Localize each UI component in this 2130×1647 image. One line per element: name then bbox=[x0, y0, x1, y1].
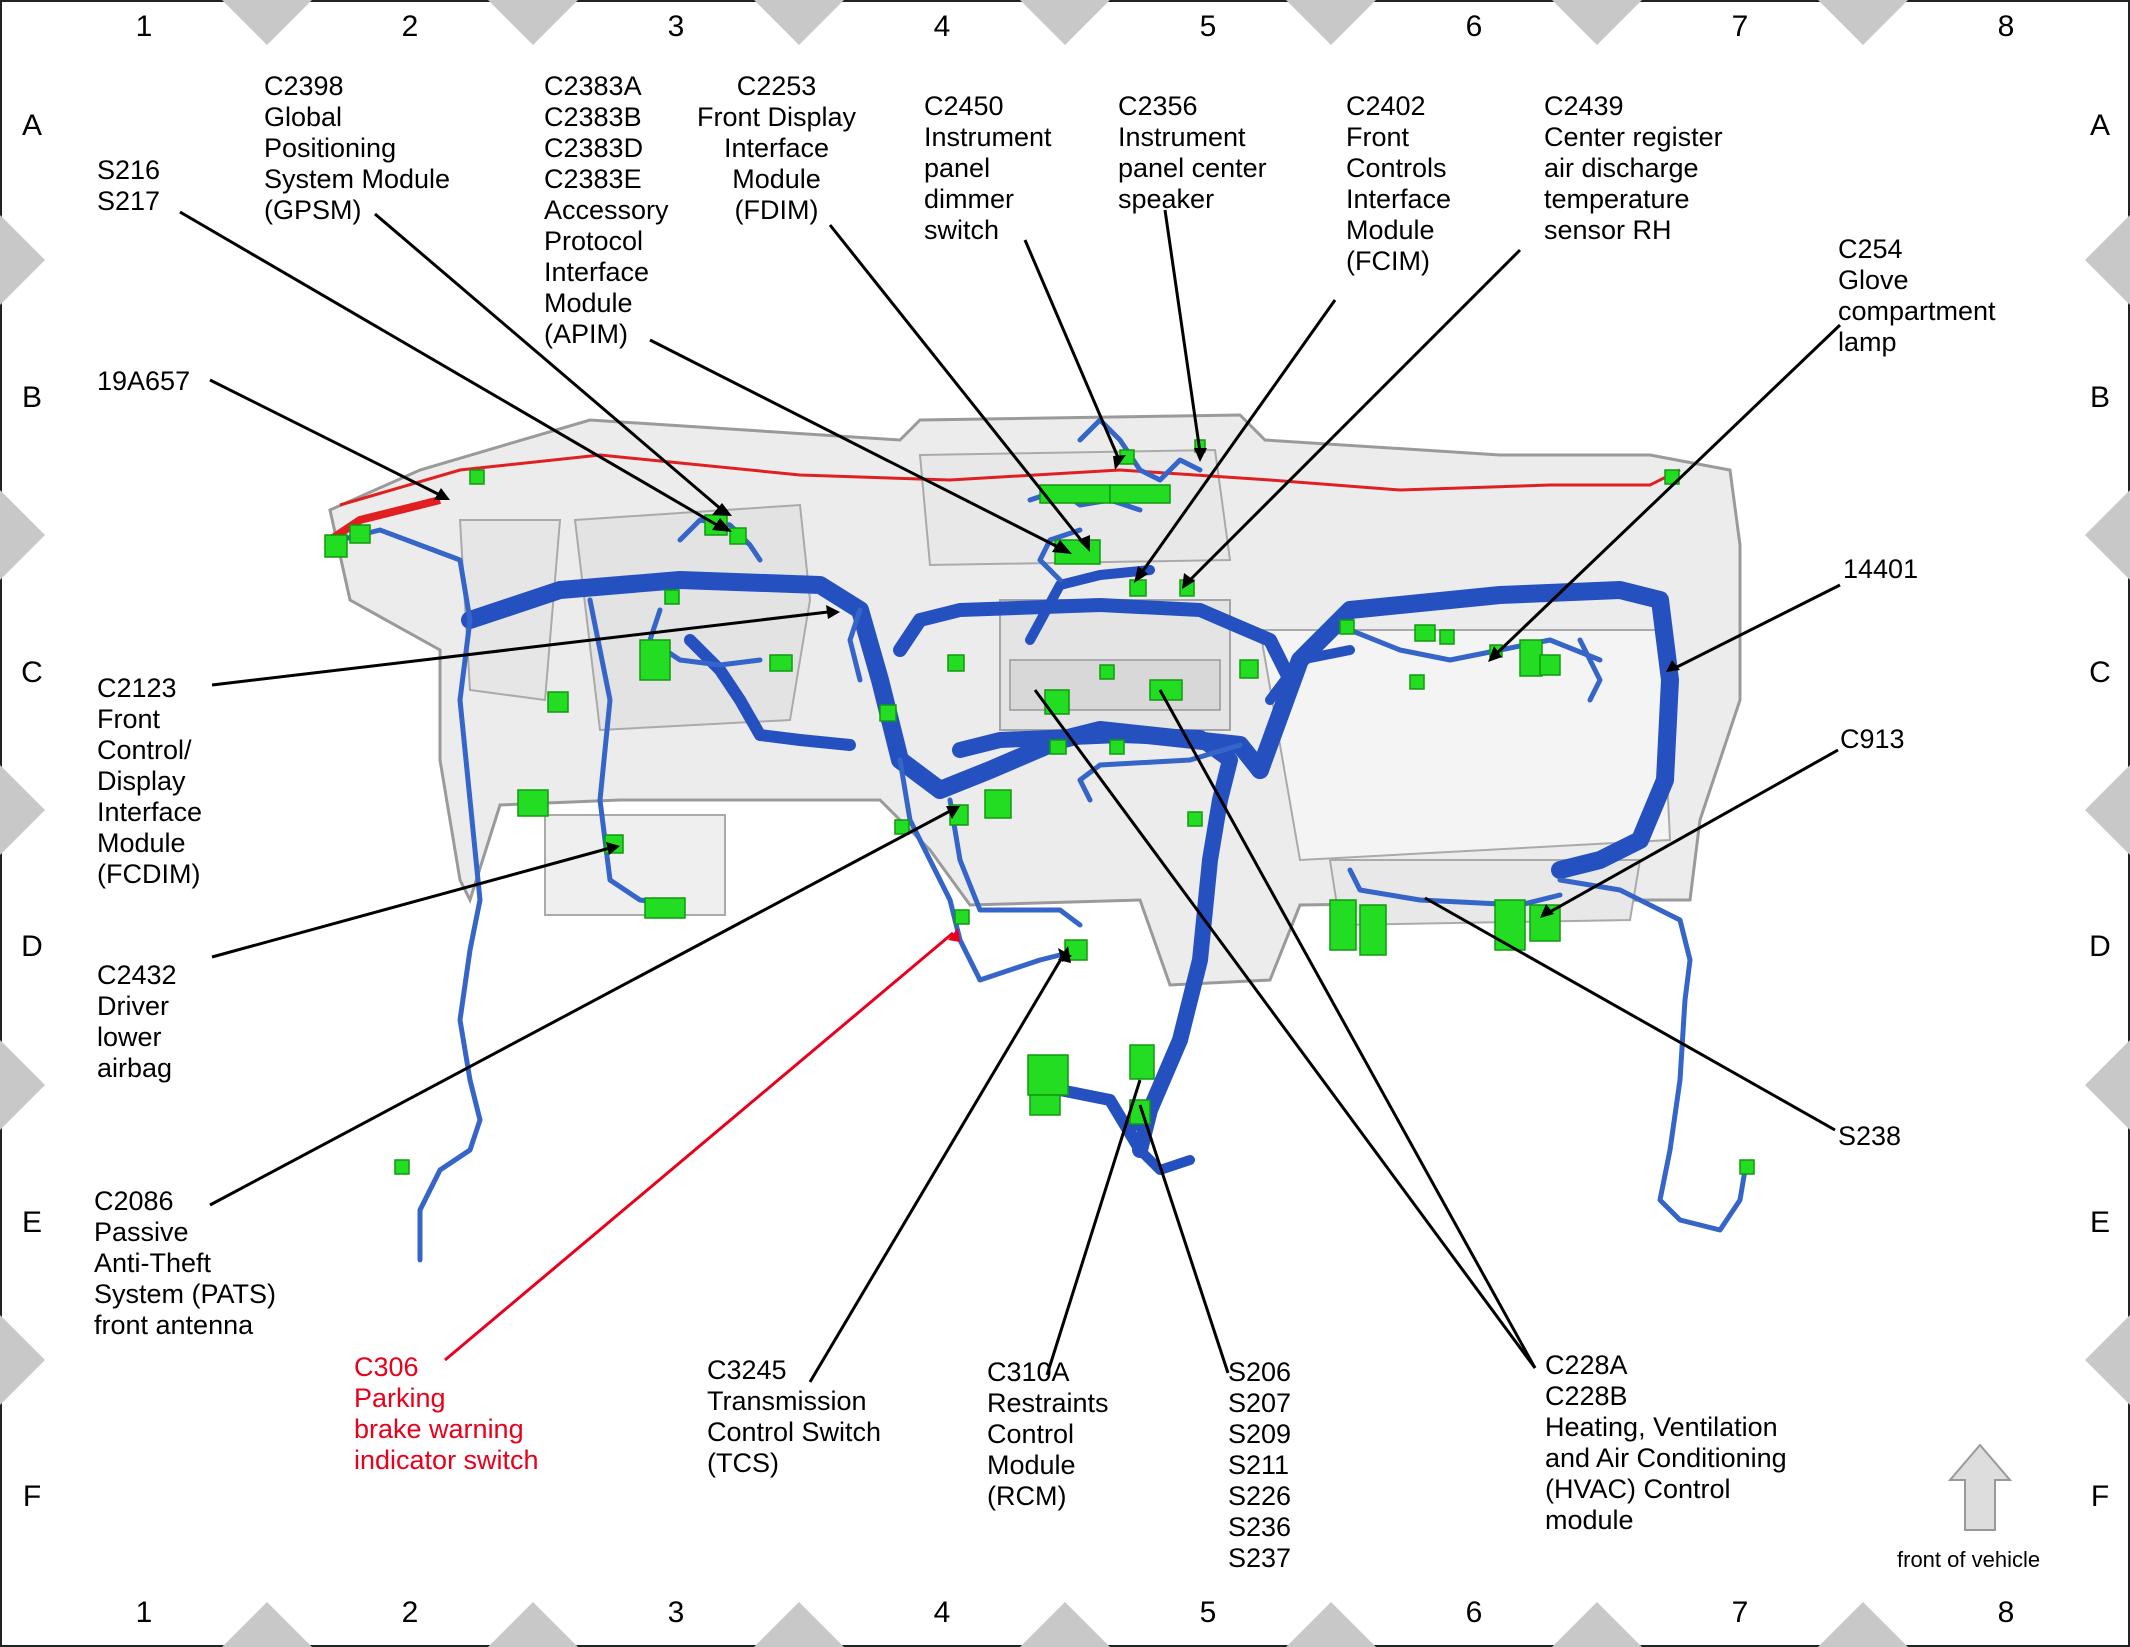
grid-column-7-bottom: 7 bbox=[1731, 1596, 1749, 1629]
red-wire bbox=[339, 453, 1681, 507]
grid-row-A-left: A bbox=[21, 109, 42, 142]
red-wire-end bbox=[327, 496, 441, 544]
grid-column-6-top: 6 bbox=[1465, 10, 1483, 43]
grid-row-F-right: F bbox=[2090, 1480, 2110, 1513]
grid-column-5-top: 5 bbox=[1199, 10, 1217, 43]
label-c2356: C2356 Instrument panel center speaker bbox=[1118, 91, 1267, 214]
label-19a657: 19A657 bbox=[97, 366, 191, 396]
grid-column-1-bottom: 1 bbox=[135, 1596, 153, 1629]
label-c228: C228A C228B Heating, Ventilation and Air… bbox=[1545, 1350, 1787, 1535]
grid-row-C-left: C bbox=[21, 656, 43, 689]
grid-column-2-top: 2 bbox=[401, 10, 419, 43]
grid-column-6-bottom: 6 bbox=[1465, 1596, 1483, 1629]
grid-column-1-top: 1 bbox=[135, 10, 153, 43]
grid-row-B-right: B bbox=[2089, 381, 2110, 414]
label-14401: 14401 bbox=[1843, 554, 1919, 584]
leader-line-c306 bbox=[444, 931, 954, 1362]
label-c3245: C3245 Transmission Control Switch (TCS) bbox=[707, 1355, 882, 1478]
grid-row-C-right: C bbox=[2089, 656, 2111, 689]
label-c2253: C2253 Front Display Interface Module (FD… bbox=[697, 71, 857, 225]
grid-column-8-top: 8 bbox=[1997, 10, 2015, 43]
grid-row-F-left: F bbox=[22, 1480, 42, 1513]
label-c2402: C2402 Front Controls Interface Module (F… bbox=[1346, 91, 1452, 276]
grid-row-A-right: A bbox=[2089, 109, 2110, 142]
label-c2450: C2450 Instrument panel dimmer switch bbox=[924, 91, 1052, 245]
label-c2398: C2398 Global Positioning System Module (… bbox=[264, 71, 451, 225]
grid-column-3-bottom: 3 bbox=[667, 1596, 685, 1629]
grid-row-B-left: B bbox=[21, 381, 42, 414]
grid-row-D-right: D bbox=[2089, 930, 2111, 963]
label-c913: C913 bbox=[1840, 724, 1905, 754]
grid-column-7-top: 7 bbox=[1731, 10, 1749, 43]
grid-row-E-right: E bbox=[2089, 1206, 2110, 1239]
leader-lines bbox=[179, 209, 1842, 1383]
grid-column-4-top: 4 bbox=[933, 10, 951, 43]
grid-column-2-bottom: 2 bbox=[401, 1596, 419, 1629]
green-connectors bbox=[324, 439, 1755, 1175]
grid-column-4-bottom: 4 bbox=[933, 1596, 951, 1629]
grid-column-3-top: 3 bbox=[667, 10, 685, 43]
label-c306: C306 Parking brake warning indicator swi… bbox=[354, 1352, 539, 1475]
label-c254: C254 Glove compartment lamp bbox=[1838, 234, 1996, 357]
front-of-vehicle-caption: front of vehicle bbox=[1897, 1547, 2041, 1572]
grid-row-E-left: E bbox=[21, 1206, 42, 1239]
label-c2086: C2086 Passive Anti-Theft System (PATS) f… bbox=[94, 1186, 277, 1340]
label-s238: S238 bbox=[1838, 1121, 1902, 1151]
instrument-panel-outline bbox=[328, 413, 1742, 987]
front-of-vehicle-arrow bbox=[1947, 1443, 2013, 1531]
label-s206: S206 S207 S209 S211 S226 S236 S237 bbox=[1228, 1357, 1292, 1573]
grid-column-5-bottom: 5 bbox=[1199, 1596, 1217, 1629]
label-c2383: C2383A C2383B C2383D C2383E Accessory Pr… bbox=[544, 71, 669, 349]
label-c2439: C2439 Center register air discharge temp… bbox=[1544, 91, 1723, 245]
leader-arrowheads bbox=[434, 448, 1680, 963]
label-c310a: C310A Restraints Control Module (RCM) bbox=[987, 1357, 1109, 1511]
label-s216: S216 S217 bbox=[97, 155, 161, 216]
grid-row-D-left: D bbox=[21, 930, 43, 963]
grid-column-8-bottom: 8 bbox=[1997, 1596, 2015, 1629]
label-c2123: C2123 Front Control/ Display Interface M… bbox=[97, 673, 203, 889]
label-c2432: C2432 Driver lower airbag bbox=[97, 960, 177, 1083]
